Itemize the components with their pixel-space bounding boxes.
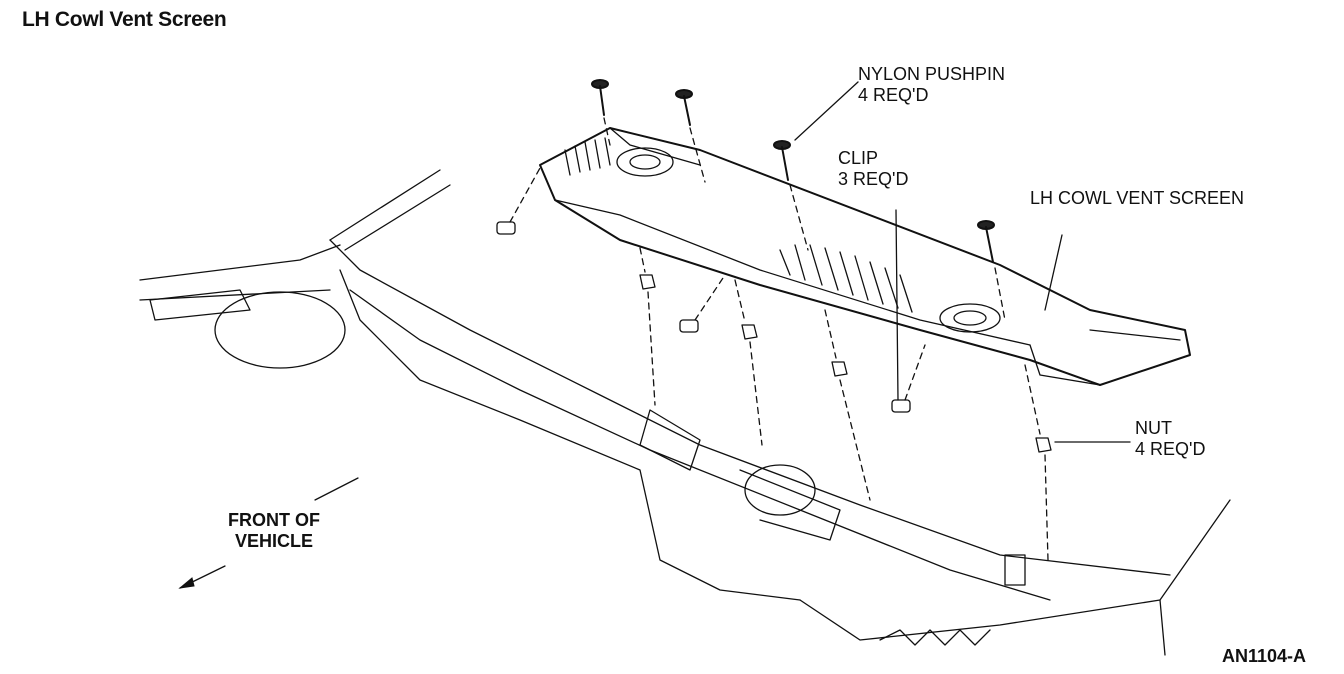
pushpin-icon — [977, 220, 1006, 321]
clip-group — [496, 167, 926, 413]
pushpin-icon — [773, 140, 809, 251]
page-title: LH Cowl Vent Screen — [22, 8, 227, 31]
clip-icon — [679, 274, 726, 333]
clip-icon — [891, 344, 926, 413]
clip-icon — [496, 167, 541, 235]
cowl-structure — [139, 169, 1231, 656]
nut-label: NUT 4 REQ'D — [1135, 418, 1206, 459]
pushpin-label: NYLON PUSHPIN 4 REQ'D — [858, 64, 1006, 105]
nut-icon — [824, 309, 871, 501]
pushpin-icon — [591, 79, 611, 146]
nut-icon — [1024, 364, 1052, 561]
front-arrow-icon — [178, 577, 195, 589]
cowl-vent-screen-body — [539, 127, 1191, 386]
pushpin-group — [591, 79, 1006, 321]
nut-group — [639, 247, 1052, 561]
pushpin-icon — [675, 89, 706, 183]
nut-icon — [639, 247, 656, 406]
cowl-vent-screen-label: LH COWL VENT SCREEN — [1030, 188, 1245, 208]
nut-icon — [734, 279, 763, 446]
clip-label: CLIP 3 REQ'D — [838, 148, 909, 189]
front-of-vehicle-label: FRONT OF VEHICLE — [228, 510, 320, 551]
figure-id-label: AN1104-A — [1222, 646, 1307, 666]
